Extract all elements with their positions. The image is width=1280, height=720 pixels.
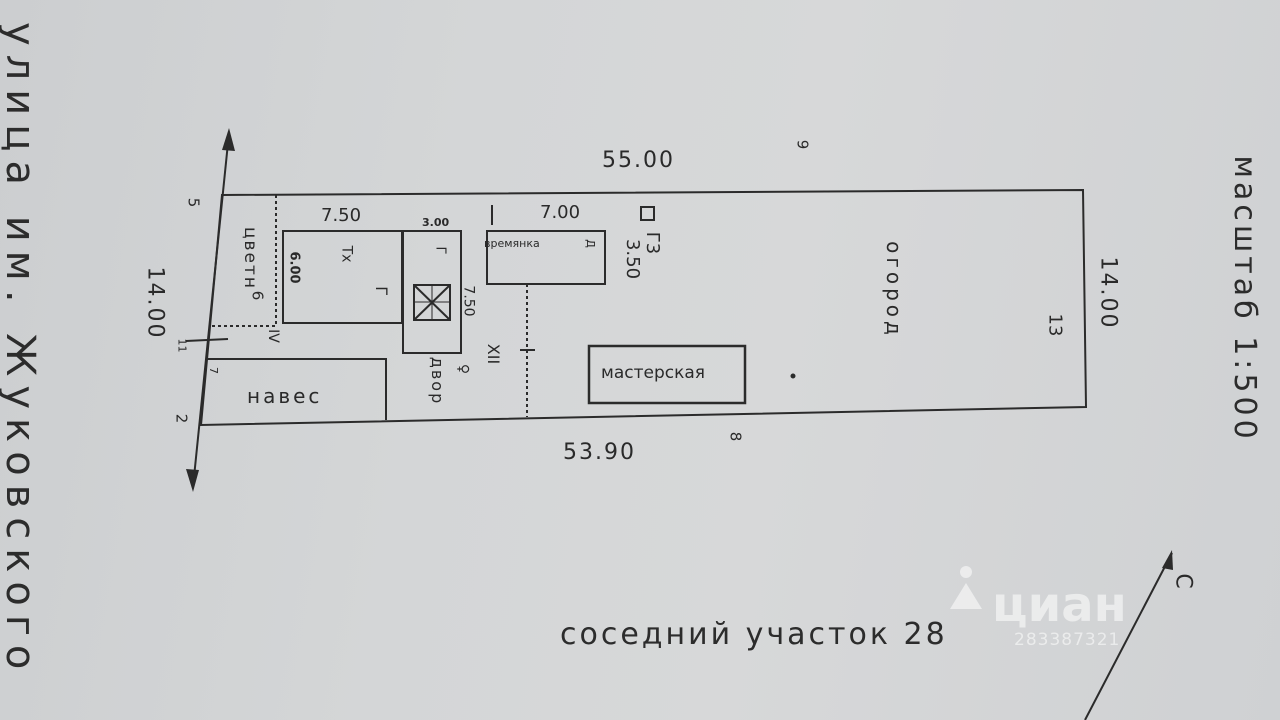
yard-label: двор — [428, 356, 448, 406]
point-6: 6 — [248, 290, 267, 301]
workshop-outline — [587, 344, 747, 405]
house-g-label: Г — [371, 286, 391, 296]
dimension-right: 14.00 — [1095, 256, 1121, 330]
point-2: 2 — [172, 413, 191, 424]
shed-d-label: Д — [583, 239, 597, 248]
xii-symbol: ♀ — [455, 363, 472, 375]
shed-outline — [486, 230, 606, 285]
point-7: 7 — [207, 367, 220, 374]
garden-label: огород — [881, 241, 906, 339]
flowerbed-label: цветн — [240, 226, 261, 291]
street-arrow-bottom — [186, 469, 199, 492]
workshop-label: мастерская — [601, 363, 706, 383]
watermark-id: 283387321 — [1014, 630, 1121, 650]
canopy-outline — [207, 358, 387, 420]
annex-width-dim: 3.00 — [422, 216, 450, 229]
dimension-bottom: 53.90 — [563, 440, 636, 465]
point-8: 8 — [726, 431, 745, 442]
north-arrow-line — [1084, 552, 1173, 720]
annex-depth-dim: 7.50 — [460, 285, 477, 317]
point-9: 9 — [793, 139, 812, 150]
north-label: С — [1170, 573, 1196, 589]
house-width-dim: 7.50 — [321, 205, 362, 226]
scale-label: масштаб 1:500 — [1227, 155, 1262, 443]
street-name: улица им. Жуковского — [0, 22, 43, 679]
point-13: 13 — [1044, 313, 1066, 337]
house-depth-dim: 6.00 — [286, 251, 302, 284]
flowerbed-border — [209, 195, 277, 327]
shed-depth-dim: 3.50 — [622, 238, 644, 280]
point-11: 11 — [175, 338, 189, 353]
dimension-left: 14.00 — [142, 266, 168, 340]
house-label: Тх — [338, 245, 355, 263]
north-arrow-head — [1162, 550, 1173, 570]
shed-label: времянка — [484, 237, 540, 250]
xii-label: XII — [484, 343, 504, 365]
watermark-logo-icon — [946, 563, 986, 613]
shed-width-dim: 7.00 — [540, 202, 581, 223]
canopy-label: навес — [247, 384, 323, 408]
watermark-brand: циан — [992, 577, 1127, 633]
g3-label: Г3 — [642, 231, 664, 255]
neighbor-plot-label: соседний участок 28 — [560, 617, 948, 652]
iv-label: IV — [264, 329, 281, 343]
g3-square — [640, 206, 655, 221]
dimension-top: 55.00 — [602, 148, 675, 173]
annex-g-label: Г — [432, 246, 448, 255]
street-arrow-top — [222, 128, 235, 151]
point-5: 5 — [184, 197, 203, 208]
annex-outline — [402, 230, 462, 354]
plot-boundary — [199, 188, 1088, 427]
